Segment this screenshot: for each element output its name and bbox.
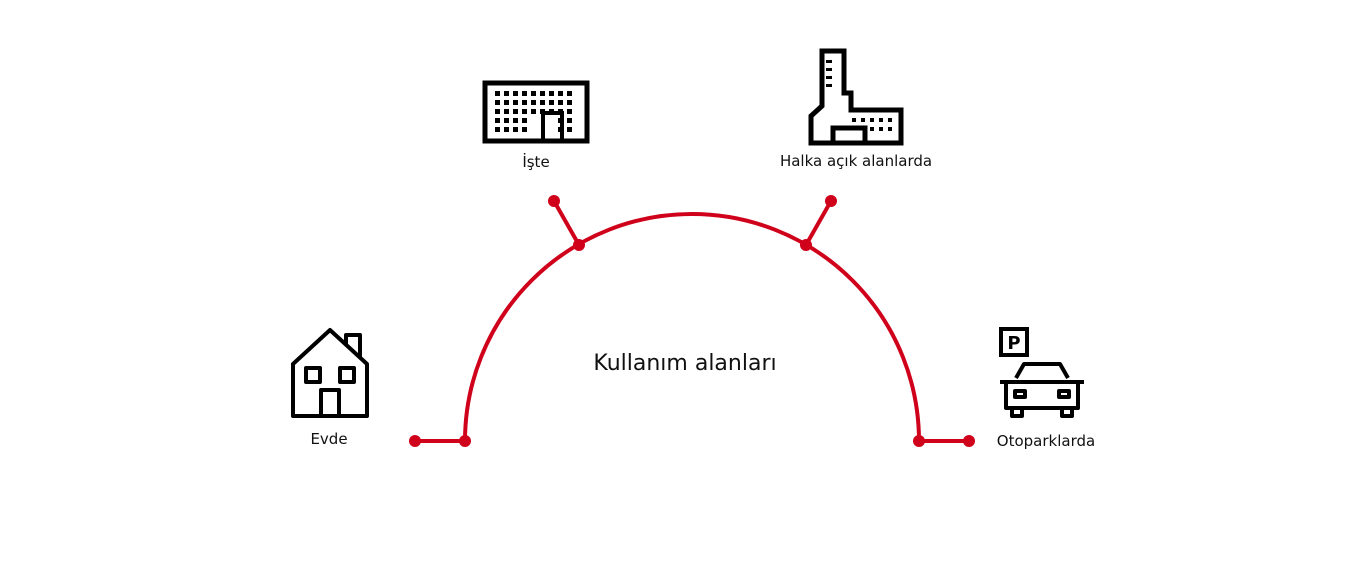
parking-sign-icon: [999, 327, 1029, 357]
connector-public: [804, 200, 833, 246]
office-building-icon: [482, 80, 590, 144]
label-work: İşte: [522, 153, 550, 171]
house-icon: [291, 328, 369, 418]
parking-sign-letter: P: [1007, 333, 1020, 354]
connector-work-end-dot: [548, 195, 560, 207]
label-parking: Otoparklarda: [996, 432, 1096, 450]
connector-public-arc-dot: [800, 239, 812, 251]
connector-public-end-dot: [825, 195, 837, 207]
factory-building-icon: [808, 48, 904, 146]
label-public: Halka açık alanlarda: [779, 152, 933, 170]
car-icon: [1000, 362, 1084, 418]
label-home: Evde: [310, 430, 348, 448]
usage-arc: [463, 212, 921, 442]
center-title: Kullanım alanları: [593, 351, 777, 376]
connector-parking-end-dot: [963, 435, 975, 447]
connector-parking-arc-dot: [913, 435, 925, 447]
connector-work-arc-dot: [573, 239, 585, 251]
connector-home-arc-dot: [459, 435, 471, 447]
connector-home-end-dot: [409, 435, 421, 447]
connector-work: [552, 200, 581, 246]
parking-car-icon: P: [999, 327, 1084, 418]
